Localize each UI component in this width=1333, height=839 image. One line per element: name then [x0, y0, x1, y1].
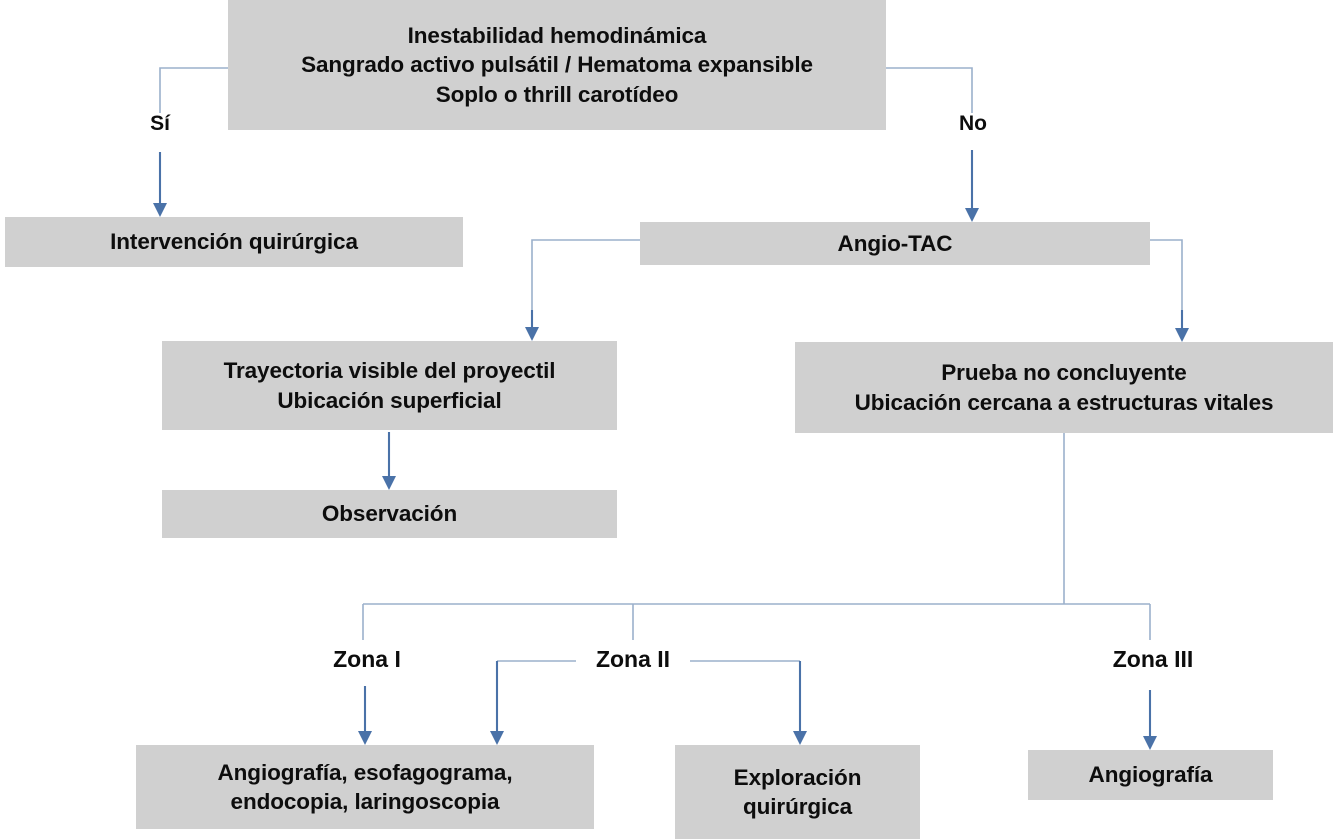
node-inconclusive-test-line2: Ubicación cercana a estructuras vitales [854, 389, 1274, 415]
edge-label-zona-2: Zona II [576, 648, 690, 671]
arrowhead-yes-to-surgery [153, 203, 167, 217]
node-zone2-outcome[interactable]: Exploración quirúrgica [675, 745, 920, 839]
node-zone2-outcome-line2: quirúrgica [742, 794, 853, 819]
arrowhead-angiotac-to-trajectory [525, 327, 539, 341]
arrowhead-zone3-to-outcome [1143, 736, 1157, 750]
node-zone3-outcome[interactable]: Angiografía [1028, 750, 1273, 800]
node-zone1-outcome-line2: endocopia, laringoscopia [230, 789, 500, 814]
node-visible-trajectory-line1: Trayectoria visible del proyectil [223, 358, 556, 384]
node-zone3-outcome-label: Angiografía [1088, 762, 1213, 788]
node-observation[interactable]: Observación [162, 490, 617, 538]
edge-label-zona-1: Zona I [315, 648, 419, 671]
edge-label-zona-3: Zona III [1094, 648, 1212, 671]
node-surgical-intervention[interactable]: Intervención quirúrgica [5, 217, 463, 267]
edge-label-no: No [944, 113, 1002, 134]
arrowhead-angiotac-to-inconclusive [1175, 328, 1189, 342]
node-visible-trajectory[interactable]: Trayectoria visible del proyectil Ubicac… [162, 341, 617, 430]
node-root-decision[interactable]: Inestabilidad hemodinámica Sangrado acti… [228, 0, 886, 130]
node-angio-tac-label: Angio-TAC [837, 230, 953, 256]
node-inconclusive-test[interactable]: Prueba no concluyente Ubicación cercana … [795, 342, 1333, 433]
node-zone1-outcome[interactable]: Angiografía, esofagograma, endocopia, la… [136, 745, 594, 829]
node-root-line1: Inestabilidad hemodinámica [407, 23, 707, 49]
node-root-line3: Soplo o thrill carotídeo [435, 81, 679, 107]
wire-angiotac-to-inconclusive [1150, 239, 1183, 318]
node-visible-trajectory-line2: Ubicación superficial [277, 387, 502, 413]
wire-angiotac-to-trajectory [531, 239, 640, 318]
node-inconclusive-test-line1: Prueba no concluyente [941, 360, 1187, 386]
arrowhead-trajectory-to-observation [382, 476, 396, 490]
node-observation-label: Observación [321, 501, 458, 527]
node-zone2-outcome-line1: Exploración [733, 764, 862, 790]
arrowhead-zone2-left [490, 731, 504, 745]
arrowhead-zone1-to-outcome [358, 731, 372, 745]
node-root-line2: Sangrado activo pulsátil / Hematoma expa… [301, 52, 813, 78]
node-surgical-intervention-label: Intervención quirúrgica [110, 229, 358, 255]
node-angio-tac[interactable]: Angio-TAC [640, 222, 1150, 265]
node-zone1-outcome-line1: Angiografía, esofagograma, [217, 759, 513, 785]
edge-label-yes: Sí [132, 113, 188, 134]
arrowhead-no-to-angiotac [965, 208, 979, 222]
arrowhead-zone2-right [793, 731, 807, 745]
